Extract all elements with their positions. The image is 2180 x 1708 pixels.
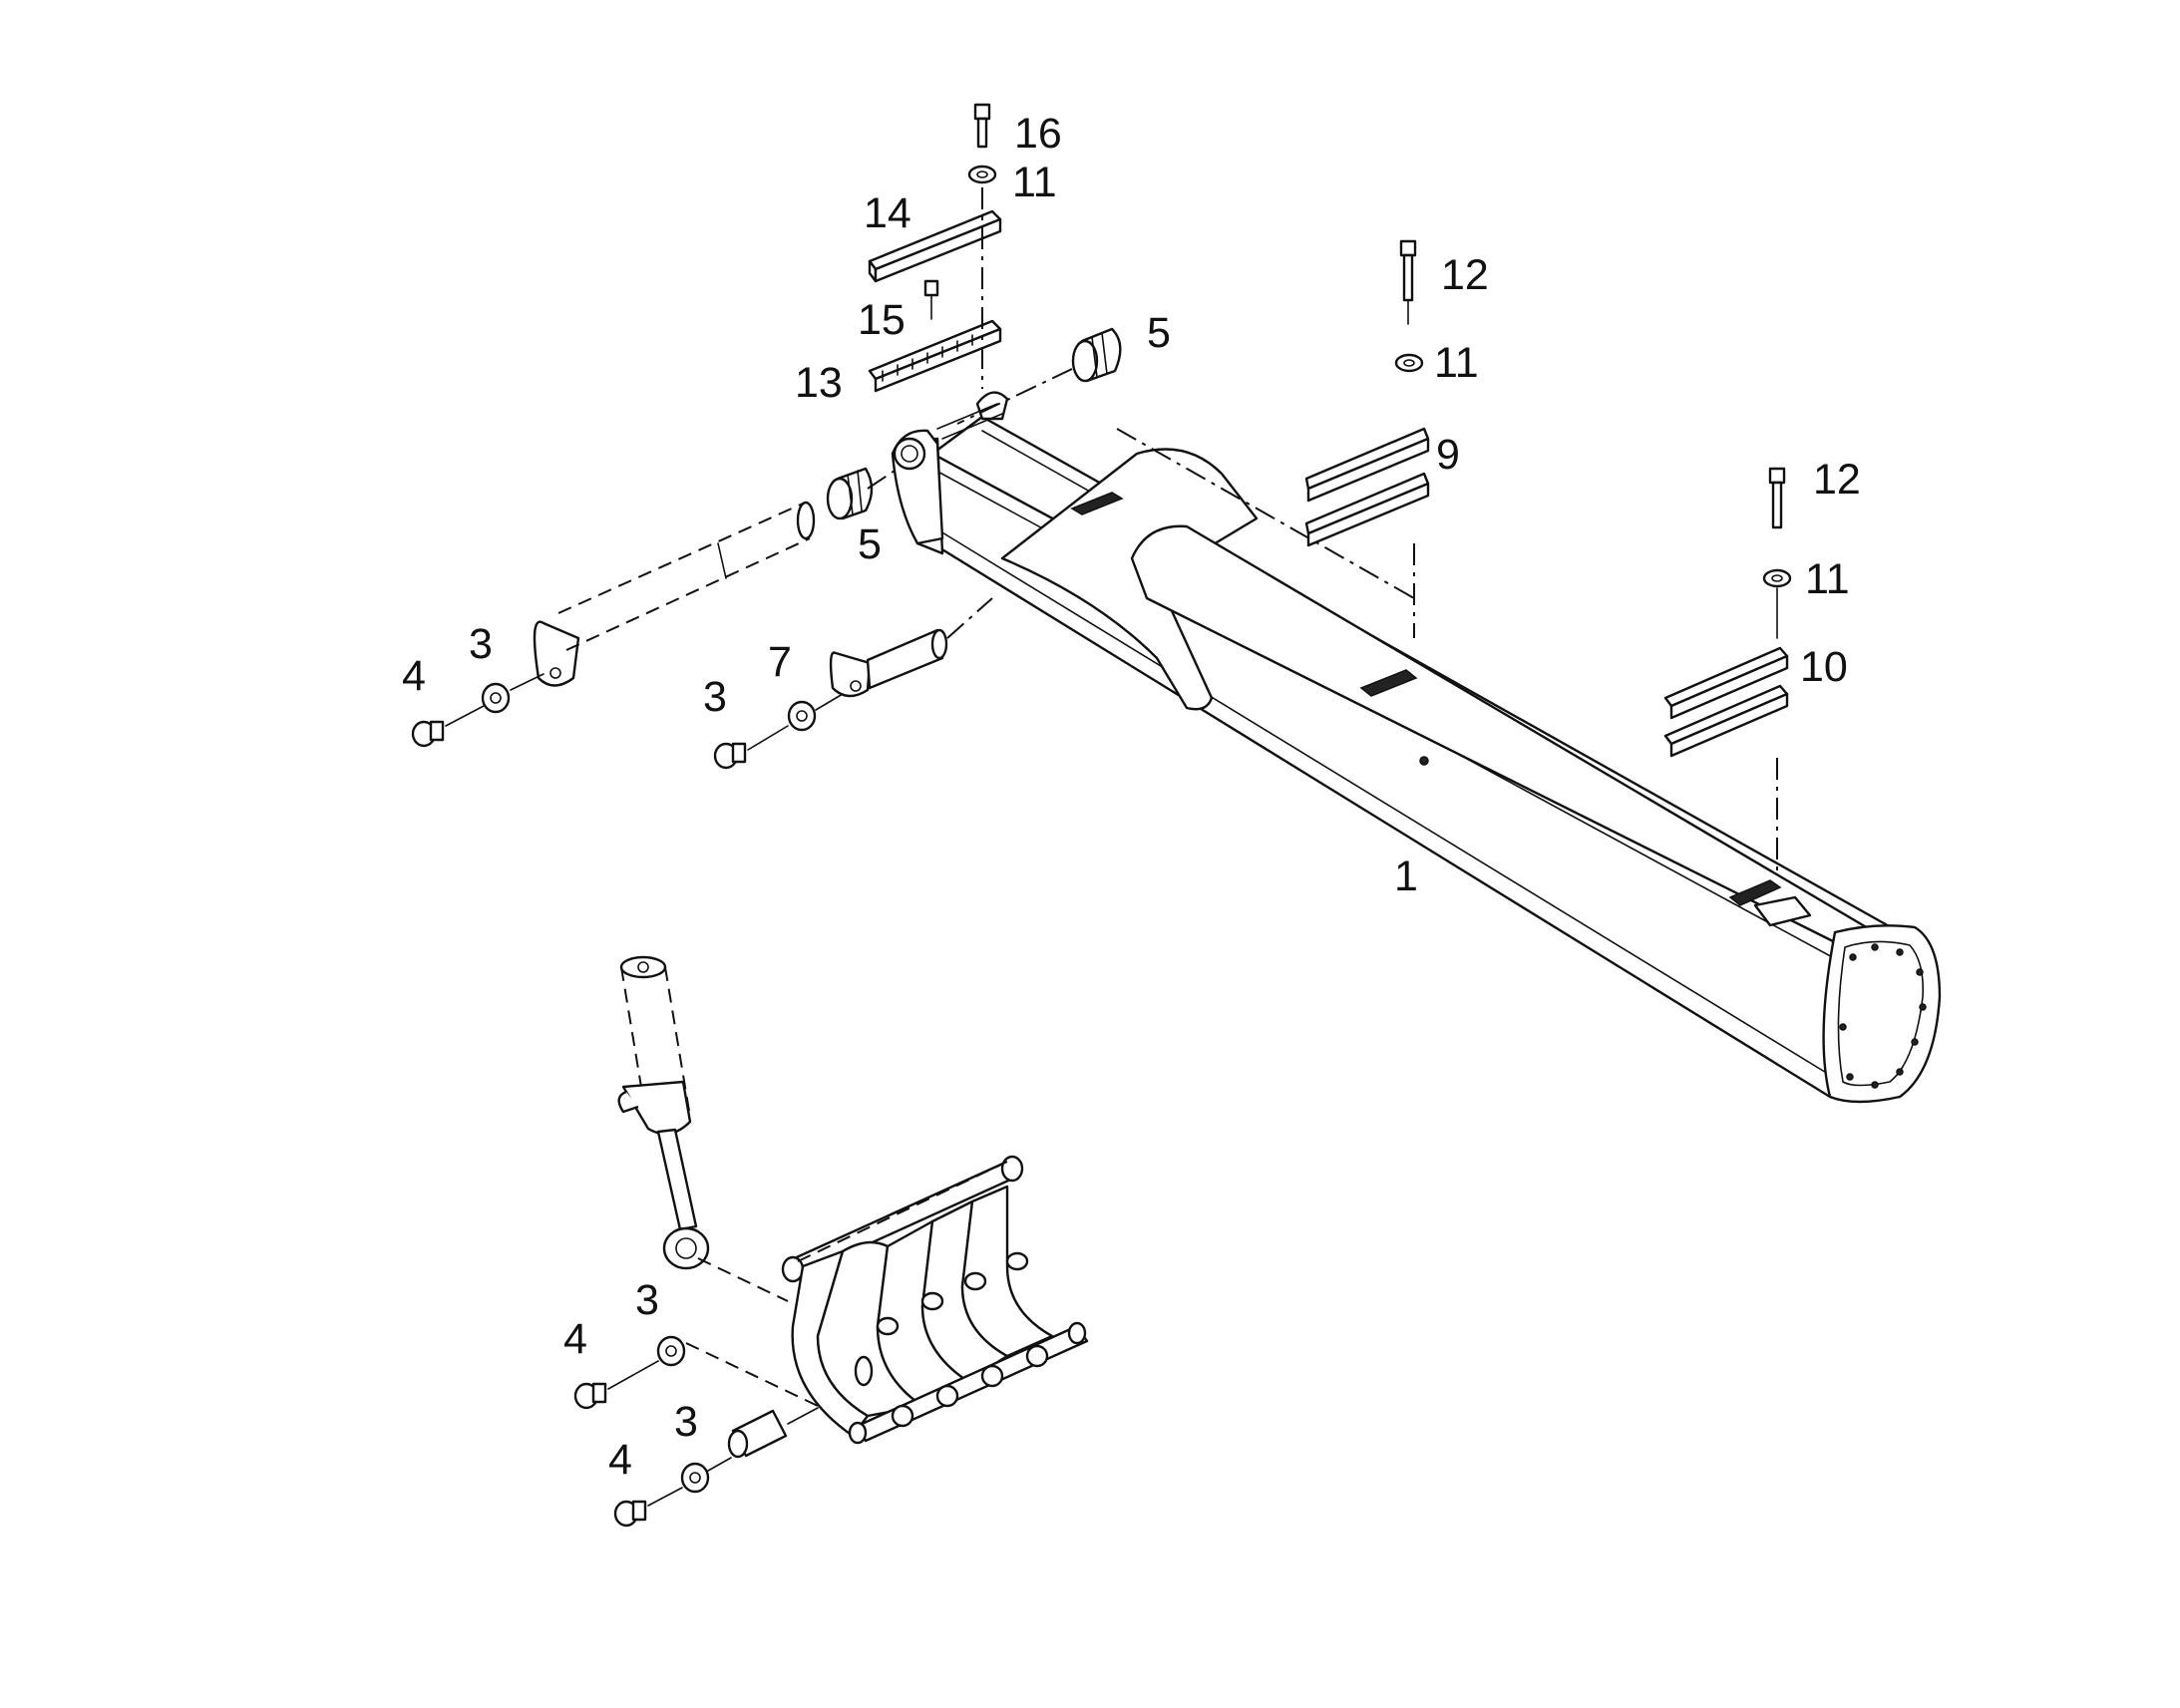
callout-11-mid: 11 bbox=[1434, 339, 1479, 387]
washer-11-right bbox=[1762, 568, 1792, 588]
callout-4-lower-a: 4 bbox=[563, 1315, 587, 1363]
washer-3-mid bbox=[787, 700, 817, 732]
wear-pad-10 bbox=[1663, 646, 1789, 758]
callout-1: 1 bbox=[1394, 853, 1418, 900]
washer-3-lower-b bbox=[680, 1462, 710, 1494]
wear-pad-13 bbox=[868, 319, 1002, 393]
callout-3-mid: 3 bbox=[703, 673, 727, 721]
washer-11-mid bbox=[1394, 353, 1424, 373]
roller-bracket bbox=[781, 1155, 1089, 1445]
callout-5-lower: 5 bbox=[858, 520, 882, 568]
callout-11-top: 11 bbox=[1012, 159, 1057, 206]
main-boom bbox=[891, 391, 1942, 1104]
washer-11-top bbox=[967, 165, 997, 184]
wear-pad-9 bbox=[1304, 427, 1430, 547]
long-pin bbox=[533, 501, 816, 687]
callout-15: 15 bbox=[858, 296, 906, 344]
callout-4-lower-b: 4 bbox=[608, 1436, 632, 1484]
bushing-5-lower bbox=[826, 467, 874, 520]
washer-3-left bbox=[481, 682, 511, 714]
callout-12-mid: 12 bbox=[1441, 251, 1489, 299]
callout-3-left: 3 bbox=[469, 620, 493, 668]
bolt-16 bbox=[973, 103, 991, 149]
bolt-15 bbox=[923, 279, 939, 320]
callout-4-left: 4 bbox=[402, 652, 426, 700]
hydraulic-cylinder bbox=[617, 955, 789, 1302]
bolt-12-right bbox=[1768, 467, 1786, 529]
bolt-4-left bbox=[411, 720, 445, 748]
callout-3-lower-a: 3 bbox=[635, 1276, 659, 1324]
callout-10: 10 bbox=[1800, 643, 1848, 691]
callout-11-right: 11 bbox=[1805, 555, 1850, 603]
callout-5-upper: 5 bbox=[1147, 309, 1171, 357]
callout-16: 16 bbox=[1014, 110, 1062, 158]
bushing-5-upper bbox=[1071, 327, 1122, 383]
pin-lower bbox=[727, 1409, 788, 1459]
bolt-12-mid bbox=[1399, 239, 1417, 302]
callout-9: 9 bbox=[1436, 431, 1460, 479]
callout-14: 14 bbox=[864, 189, 911, 237]
bolt-4-mid bbox=[713, 742, 747, 770]
washer-3-lower-a bbox=[656, 1335, 686, 1367]
wear-pad-14 bbox=[868, 209, 1002, 283]
callout-7: 7 bbox=[768, 638, 792, 686]
callout-13: 13 bbox=[795, 359, 843, 407]
callout-12-right: 12 bbox=[1813, 456, 1861, 504]
pin-7 bbox=[829, 628, 948, 698]
bolt-4-lower-b bbox=[613, 1500, 647, 1528]
callout-3-lower-b: 3 bbox=[674, 1398, 698, 1446]
bolt-4-lower-a bbox=[573, 1382, 607, 1410]
